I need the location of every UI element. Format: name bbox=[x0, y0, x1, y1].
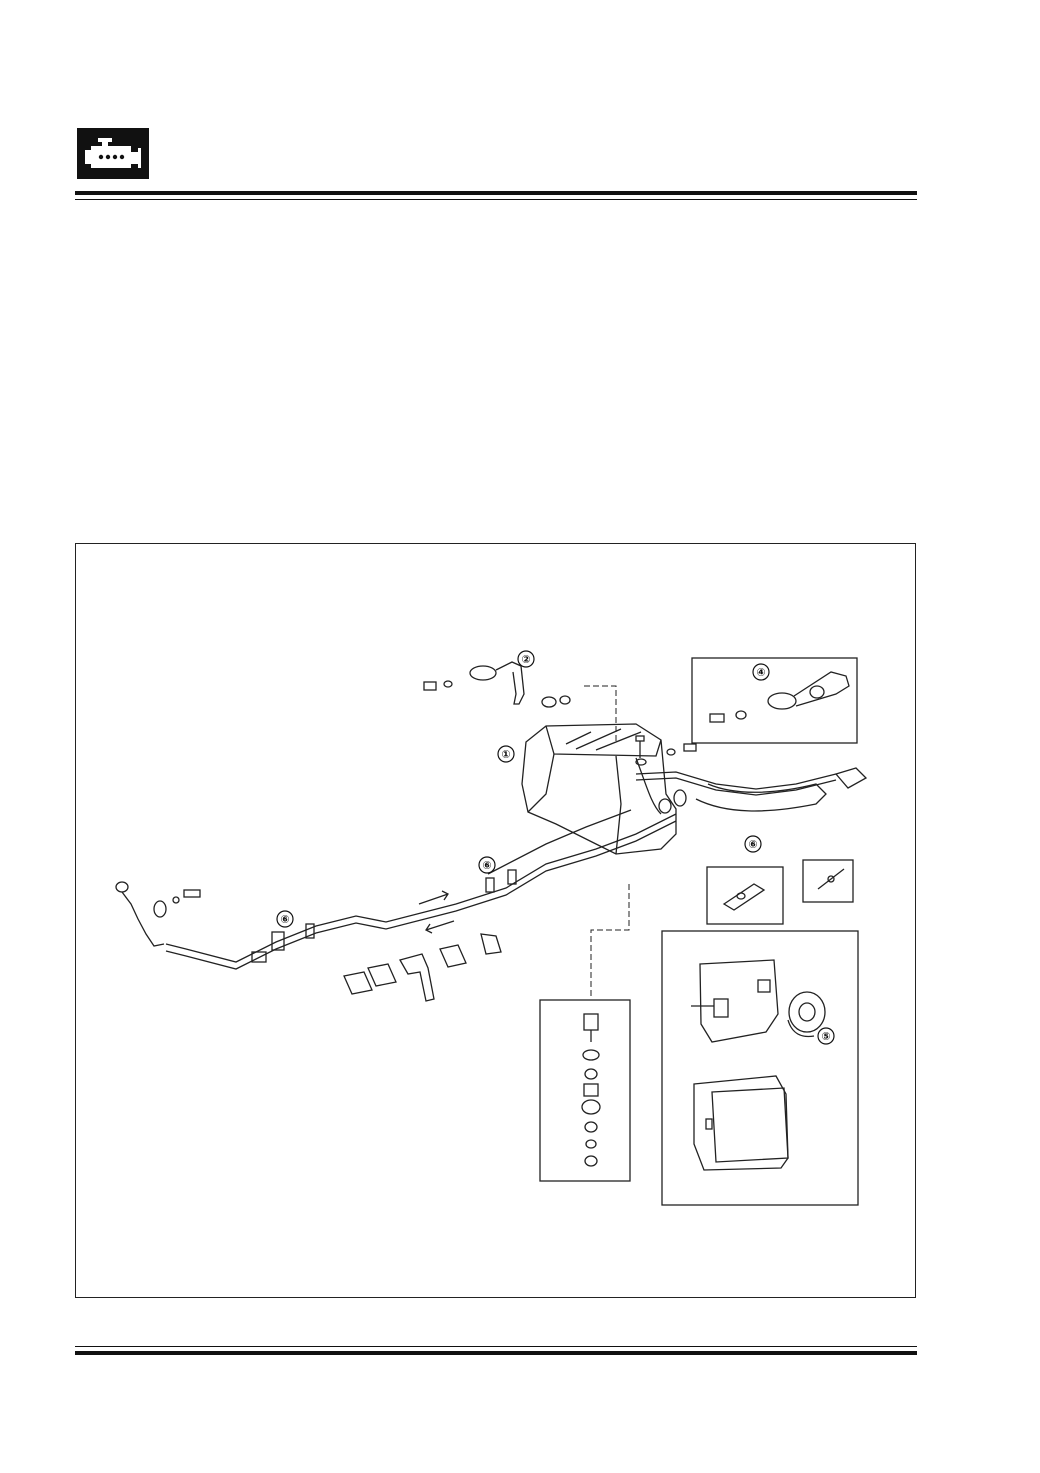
grommet-stack-drawing bbox=[581, 1013, 601, 1167]
line-clamps-drawing bbox=[251, 869, 517, 963]
filler-lid-drawing bbox=[693, 1075, 789, 1171]
callout-6-right: ⑥ bbox=[744, 835, 762, 853]
callout-6-left-label: ⑥ bbox=[280, 913, 289, 926]
flow-arrows-drawing bbox=[418, 890, 455, 934]
footer-rule-thin bbox=[75, 1346, 917, 1347]
callout-5: ⑤ bbox=[817, 1027, 835, 1045]
exploded-diagram-frame: ① ② ④ ⑤ ⑥ ⑥ ⑥ bbox=[75, 543, 916, 1298]
left-end-fitting-drawing bbox=[115, 881, 201, 947]
filler-housing-drawing bbox=[691, 959, 826, 1043]
pump-assembly-drawing bbox=[709, 671, 850, 723]
rod-part-drawing bbox=[817, 868, 845, 890]
footer-rule-thick bbox=[75, 1351, 917, 1355]
header-rule-thin bbox=[75, 199, 917, 200]
engine-icon bbox=[77, 128, 149, 179]
callouts: ① ② ④ ⑤ ⑥ ⑥ ⑥ bbox=[276, 650, 835, 1045]
callout-6-right-label: ⑥ bbox=[748, 838, 757, 851]
callout-2: ② bbox=[517, 650, 535, 668]
sender-unit-drawing bbox=[423, 661, 571, 708]
fuel-system-exploded-diagram: ① ② ④ ⑤ ⑥ ⑥ ⑥ bbox=[115, 650, 868, 1206]
callout-6-mid-label: ⑥ bbox=[482, 859, 491, 872]
header-rule-thick bbox=[75, 191, 917, 195]
callout-4: ④ bbox=[752, 663, 770, 681]
callout-4-label: ④ bbox=[756, 666, 765, 679]
callout-6-left: ⑥ bbox=[276, 910, 294, 928]
mounting-brackets-drawing bbox=[343, 933, 502, 1002]
callout-6-mid: ⑥ bbox=[478, 856, 496, 874]
callout-1-label: ① bbox=[501, 748, 510, 761]
fitting-part-drawing bbox=[722, 883, 766, 911]
engine-logo-icon bbox=[77, 128, 149, 179]
fuel-lines-drawing bbox=[165, 767, 868, 970]
tank-bolt-drawing bbox=[635, 735, 697, 758]
callout-1: ① bbox=[497, 745, 515, 763]
callout-5-label: ⑤ bbox=[821, 1030, 830, 1043]
callout-2-label: ② bbox=[521, 653, 530, 666]
fuel-tank-drawing bbox=[521, 723, 677, 855]
